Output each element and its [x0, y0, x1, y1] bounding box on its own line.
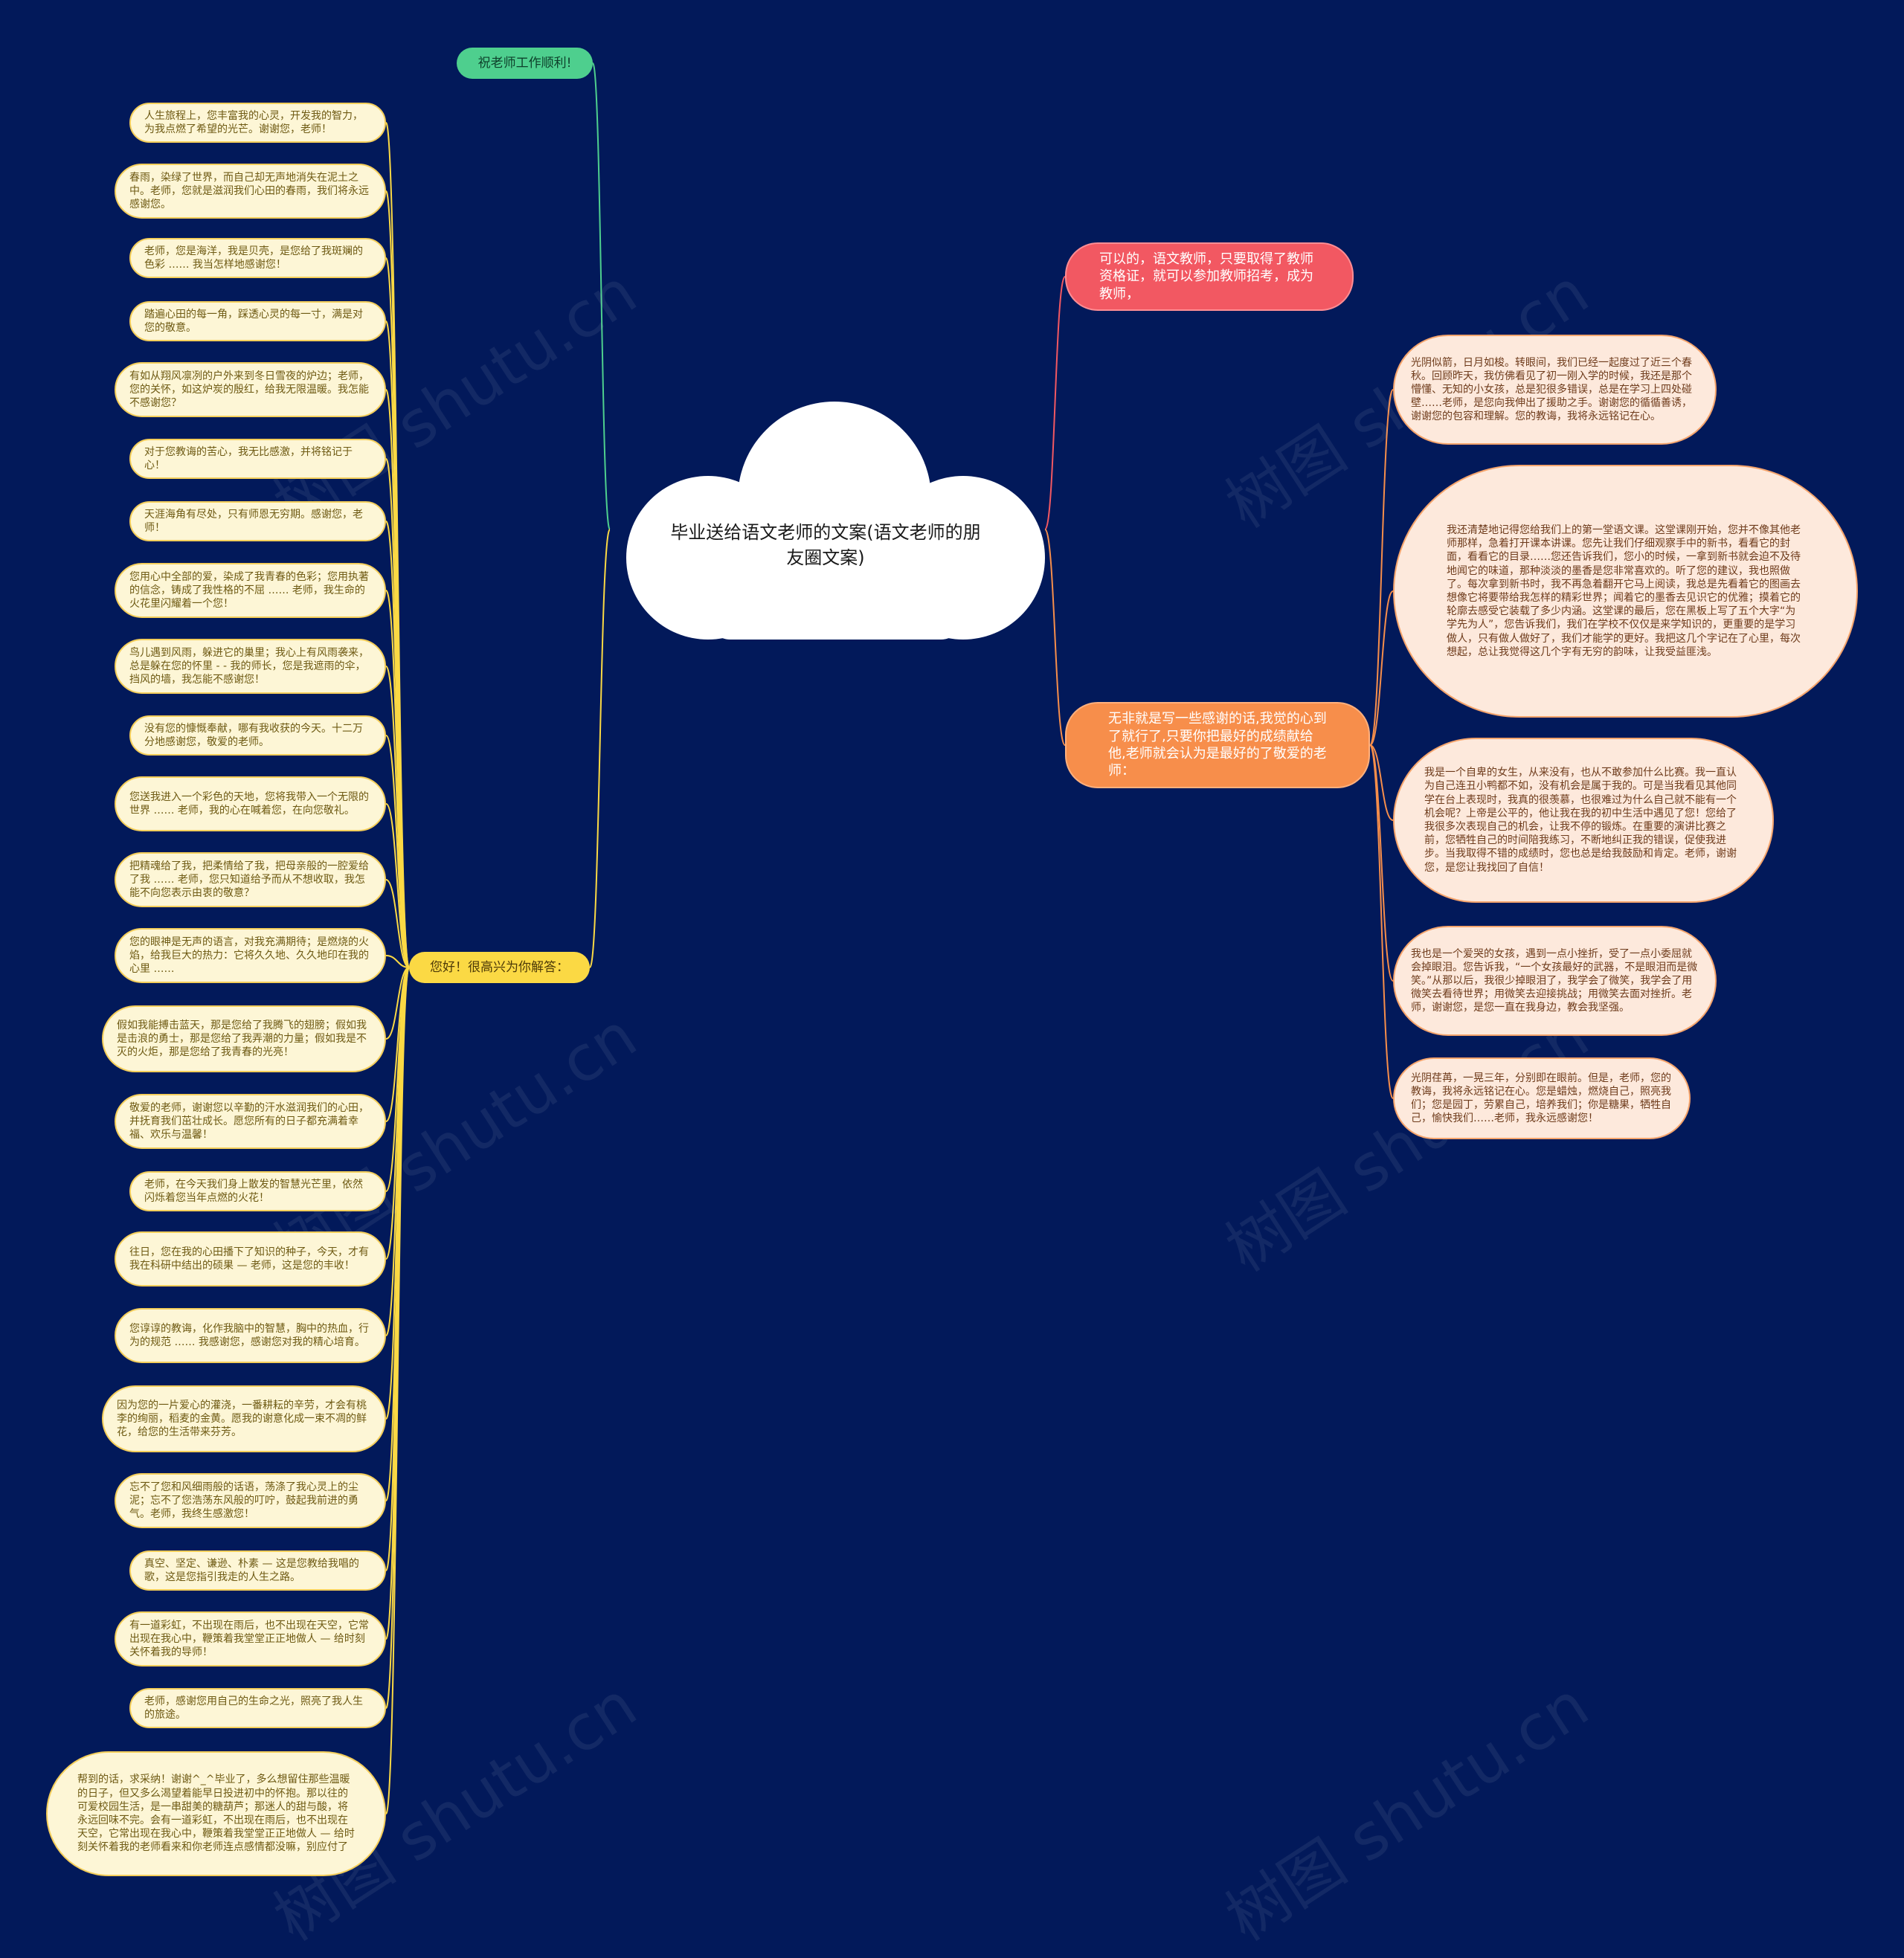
branch-green[interactable]: 祝老师工作顺利! [457, 48, 593, 79]
left-leaf[interactable]: 对于您教诲的苦心，我无比感激，并将铭记于心！ [129, 439, 386, 479]
left-leaf[interactable]: 因为您的一片爱心的灌浇，一番耕耘的辛劳，才会有桃李的绚丽，稻麦的金黄。愿我的谢意… [102, 1385, 386, 1452]
left-leaf[interactable]: 把精魂给了我，把柔情给了我，把母亲般的一腔爱给了我 …… 老师，您只知道给予而从… [115, 852, 386, 907]
left-leaf-link [385, 955, 410, 968]
branch-orange[interactable]: 无非就是写一些感谢的话,我觉的心到了就行了,只要你把最好的成绩献给他,老师就会认… [1065, 702, 1370, 788]
left-leaf[interactable]: 敬爱的老师，谢谢您以辛勤的汗水滋润我们的心田，并抚育我们茁壮成长。愿您所有的日子… [115, 1094, 386, 1149]
left-leaf[interactable]: 人生旅程上，您丰富我的心灵，开发我的智力，为我点燃了希望的光芒。谢谢您，老师！ [129, 103, 386, 143]
left-leaf[interactable]: 您用心中全部的爱，染成了我青春的色彩；您用执著的信念，铸成了我性格的不屈 …… … [115, 563, 386, 618]
right-leaf-link [1369, 590, 1394, 746]
left-leaf[interactable]: 老师，在今天我们身上散发的智慧光芒里，依然闪烁着您当年点燃的火花！ [129, 1171, 386, 1211]
left-leaf[interactable]: 往日，您在我的心田播下了知识的种子，今天，才有我在科研中结出的硕果 — 老师，这… [115, 1231, 386, 1286]
branch-orange-label: 无非就是写一些感谢的话,我觉的心到了就行了,只要你把最好的成绩献给他,老师就会认… [1108, 711, 1327, 779]
left-leaf[interactable]: 老师，感谢您用自己的生命之光，照亮了我人生的旅途。 [129, 1688, 386, 1728]
left-leaf[interactable]: 您的眼神是无声的语言，对我充满期待；是燃烧的火焰，给我巨大的热力：它将久久地、久… [115, 928, 386, 983]
right-leaf[interactable]: 光阴荏苒，一晃三年，分别即在眼前。但是，老师，您的教诲，我将永远铭记在心。您是蜡… [1393, 1057, 1691, 1139]
left-leaf[interactable]: 您送我进入一个彩色的天地，您将我带入一个无限的世界 …… 老师，我的心在喊着您，… [115, 776, 386, 831]
left-leaf[interactable]: 有如从翔风凛冽的户外来到冬日雪夜的炉边；老师，您的关怀，如这炉炭的殷红，给我无限… [115, 362, 386, 417]
left-leaf[interactable]: 踏遍心田的每一角，踩透心灵的每一寸，满是对您的敬意。 [129, 301, 386, 341]
left-leaf-link [385, 735, 410, 968]
root-topic[interactable]: 毕业送给语文老师的文案(语文老师的朋友圈文案) [670, 522, 981, 568]
branch-red-label: 可以的，语文教师，只要取得了教师资格证，就可以参加教师招考，成为教师， [1099, 251, 1313, 302]
left-leaf[interactable]: 忘不了您和风细雨般的话语，荡涤了我心灵上的尘泥；忘不了您浩荡东风般的叮咛，鼓起我… [115, 1473, 386, 1528]
left-leaf[interactable]: 真空、坚定、谦逊、朴素 — 这是您教给我唱的歌，这是您指引我走的人生之路。 [129, 1550, 386, 1591]
left-leaf[interactable]: 鸟儿遇到风雨，躲进它的巢里；我心上有风雨袭来，总是躲在您的怀里 - - 我的师长… [115, 639, 386, 694]
left-leaf[interactable]: 假如我能搏击蓝天，那是您给了我腾飞的翅膀；假如我是击浪的勇士，那是您给了我弄潮的… [102, 1005, 386, 1072]
right-leaf-link [1369, 744, 1394, 982]
left-leaf[interactable]: 春雨，染绿了世界，而自己却无声地消失在泥土之中。老师，您就是滋润我们心田的春雨，… [115, 164, 386, 219]
right-leaf[interactable]: 我是一个自卑的女生，从来没有，也从不敢参加什么比赛。我一直认为自己连丑小鸭都不如… [1393, 738, 1774, 903]
branch-yellow-link [589, 529, 611, 968]
left-leaf[interactable]: 老师，您是海洋，我是贝壳，是您给了我斑斓的色彩 …… 我当怎样地感谢您！ [129, 238, 386, 278]
left-leaf[interactable]: 帮到的话，求采纳！谢谢^_^毕业了，多么想留住那些温暖的日子，但又多么渴望着能早… [46, 1751, 386, 1876]
right-leaf[interactable]: 我还清楚地记得您给我们上的第一堂语文课。这堂课刚开始，您并不像其他老师那样，急着… [1393, 465, 1858, 718]
right-leaf-link [1369, 744, 1394, 821]
branch-yellow[interactable]: 您好！很高兴为你解答： [409, 952, 590, 983]
right-leaf-link [1369, 389, 1394, 746]
branch-red-link [1044, 276, 1066, 530]
branch-orange-link [1044, 529, 1066, 746]
left-leaf[interactable]: 有一道彩虹，不出现在雨后，也不出现在天空，它常出现在我心中，鞭策着我堂堂正正地做… [115, 1611, 386, 1666]
branch-red[interactable]: 可以的，语文教师，只要取得了教师资格证，就可以参加教师招考，成为教师， [1065, 242, 1354, 311]
branch-green-label: 祝老师工作顺利! [477, 55, 572, 71]
left-leaf-link [385, 879, 410, 968]
left-leaf-link [385, 967, 410, 1122]
root-cloud-icon [626, 402, 1045, 640]
right-leaf[interactable]: 我也是一个爱哭的女孩，遇到一点小挫折，受了一点小委屈就会掉眼泪。您告诉我，“一个… [1393, 926, 1717, 1036]
branch-yellow-label: 您好！很高兴为你解答： [430, 959, 569, 975]
left-leaf-link [385, 967, 410, 1040]
left-leaf[interactable]: 您谆谆的教诲，化作我脑中的智慧，胸中的热血，行为的规范 …… 我感谢您，感谢您对… [115, 1308, 386, 1363]
right-leaf-link [1369, 744, 1394, 1099]
left-leaf[interactable]: 天涯海角有尽处，只有师恩无穷期。感谢您，老师！ [129, 501, 386, 541]
left-leaf[interactable]: 没有您的慷慨奉献，哪有我收获的今天。十二万分地感谢您，敬爱的老师。 [129, 715, 386, 756]
branch-green-link [592, 62, 611, 530]
left-leaf-link [385, 803, 410, 968]
left-leaf-link [385, 967, 410, 1814]
right-leaf[interactable]: 光阴似箭，日月如梭。转眼间，我们已经一起度过了近三个春秋。回顾昨天，我仿佛看见了… [1393, 335, 1717, 445]
